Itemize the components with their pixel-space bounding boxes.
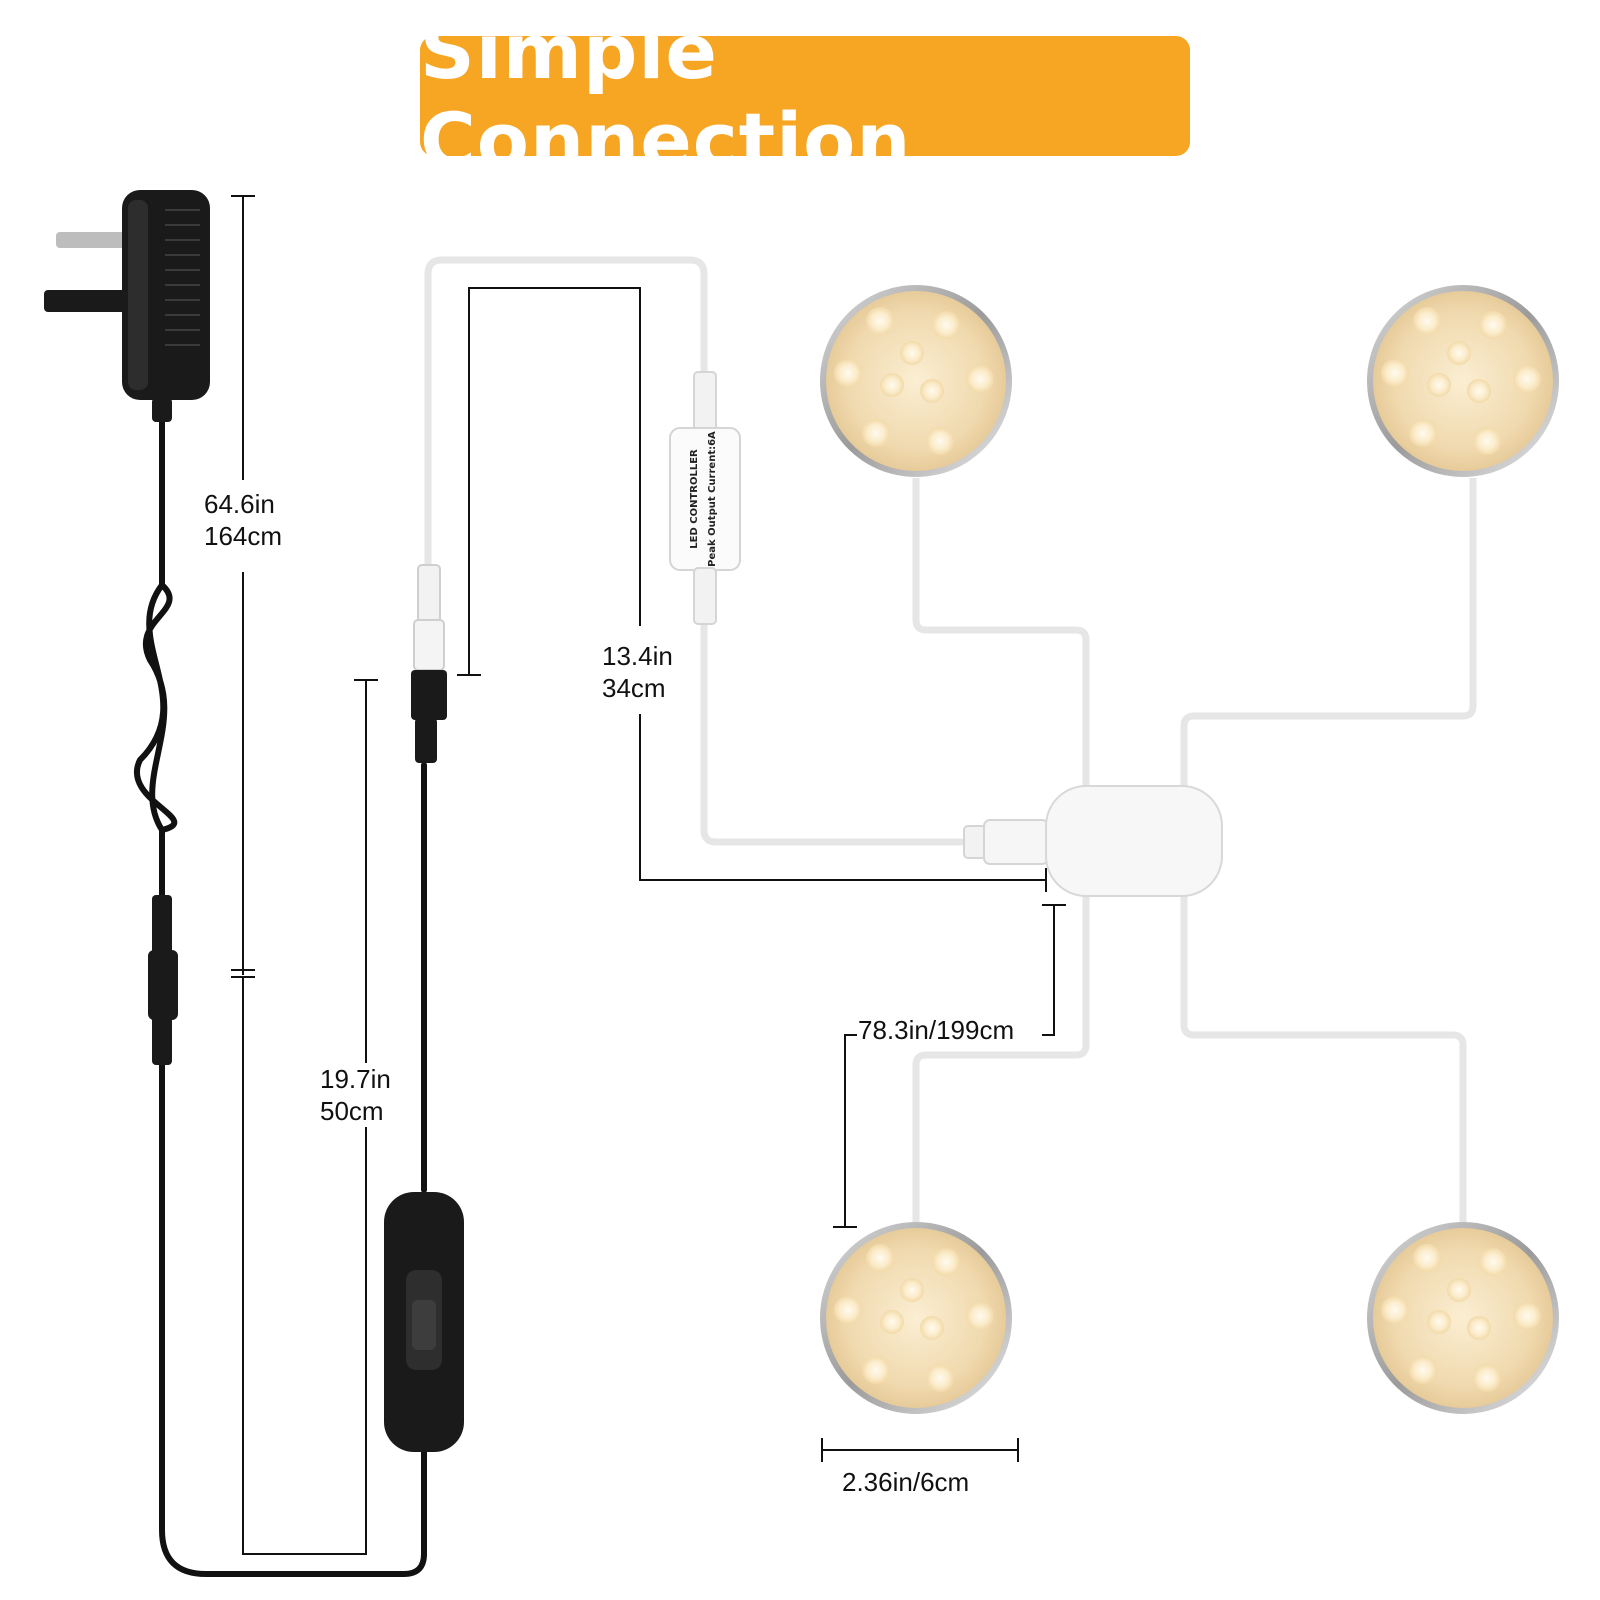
controller-label-2: Peak Output Current:6A — [707, 431, 718, 567]
distribution-hub — [963, 785, 1223, 897]
rocker-switch — [384, 1192, 464, 1452]
puck-light-bottom-right — [1367, 1222, 1559, 1414]
puck-light-top-left — [820, 285, 1012, 477]
led-controller: LED CONTROLLER Peak Output Current:6A — [669, 371, 741, 625]
adapter-cable-length: 64.6in 164cm — [204, 488, 283, 552]
switch-cable-length: 19.7in 50cm — [320, 1063, 391, 1127]
page-title: Simple Connection — [420, 7, 912, 185]
dc-connector-switch — [411, 564, 447, 763]
puck-light-top-right — [1367, 285, 1559, 477]
power-adapter — [44, 190, 210, 422]
light-cable-length: 78.3in/199cm — [858, 1014, 1015, 1046]
light-diameter: 2.36in/6cm — [842, 1466, 970, 1498]
dc-connector-left — [148, 895, 178, 1065]
controller-cable-length: 13.4in 34cm — [602, 640, 673, 704]
adapter-length-in: 64.6in — [204, 489, 275, 519]
controller-label-1: LED CONTROLLER — [689, 449, 700, 549]
puck-light-bottom-left — [820, 1222, 1012, 1414]
title-banner: Simple Connection — [420, 7, 1190, 185]
black-cables — [134, 417, 427, 1577]
controller-length-cm: 34cm — [602, 673, 666, 703]
white-cables — [424, 256, 1477, 1222]
adapter-length-cm: 164cm — [204, 521, 283, 551]
switch-length-cm: 50cm — [320, 1096, 384, 1126]
switch-length-in: 19.7in — [320, 1064, 391, 1094]
controller-length-in: 13.4in — [602, 641, 673, 671]
